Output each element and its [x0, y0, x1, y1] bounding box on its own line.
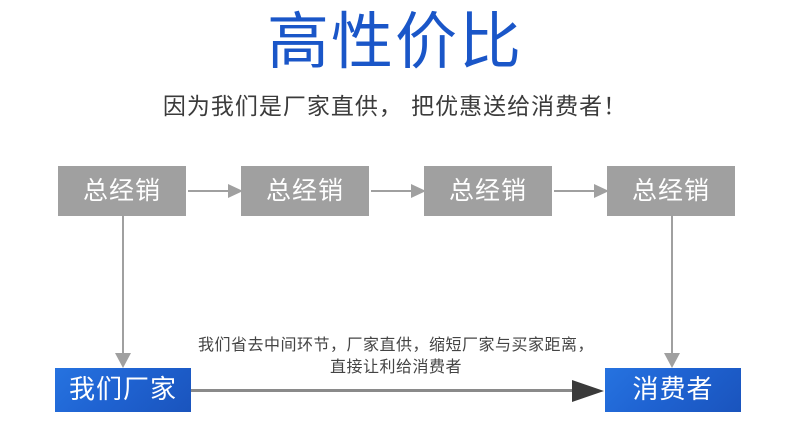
arrow-head [664, 353, 680, 368]
distributor-box-2: 总经销 [241, 166, 369, 216]
distributor-box-1: 总经销 [58, 166, 186, 216]
page-title: 高性价比 [266, 5, 523, 78]
distributor-box-3: 总经销 [424, 166, 552, 216]
direct-supply-arrow-icon [190, 380, 608, 402]
arrow-head [228, 184, 243, 198]
chain-arrow-right-icon-1 [188, 183, 243, 199]
arrow-shaft [671, 216, 673, 356]
arrow-shaft [371, 190, 413, 192]
arrow-down-icon-left [113, 216, 133, 368]
distributor-box-4: 总经销 [607, 166, 735, 216]
arrow-head [594, 184, 609, 198]
arrow-shaft [190, 389, 578, 392]
arrow-head [411, 184, 426, 198]
chain-arrow-right-icon-3 [554, 183, 609, 199]
arrow-shaft [188, 190, 230, 192]
chain-arrow-right-icon-2 [371, 183, 426, 199]
consumer-box: 消费者 [605, 368, 741, 412]
arrow-shaft [554, 190, 596, 192]
page-subtitle: 因为我们是厂家直供， 把优惠送给消费者！ [162, 94, 628, 120]
arrow-head [115, 353, 131, 368]
factory-box: 我们厂家 [55, 368, 191, 412]
arrow-head [572, 380, 604, 402]
explanation-text: 我们省去中间环节，厂家直供，缩短厂家与买家距离，直接让利给消费者 [197, 335, 594, 376]
arrow-shaft [122, 216, 124, 356]
arrow-down-icon-right [662, 216, 682, 368]
